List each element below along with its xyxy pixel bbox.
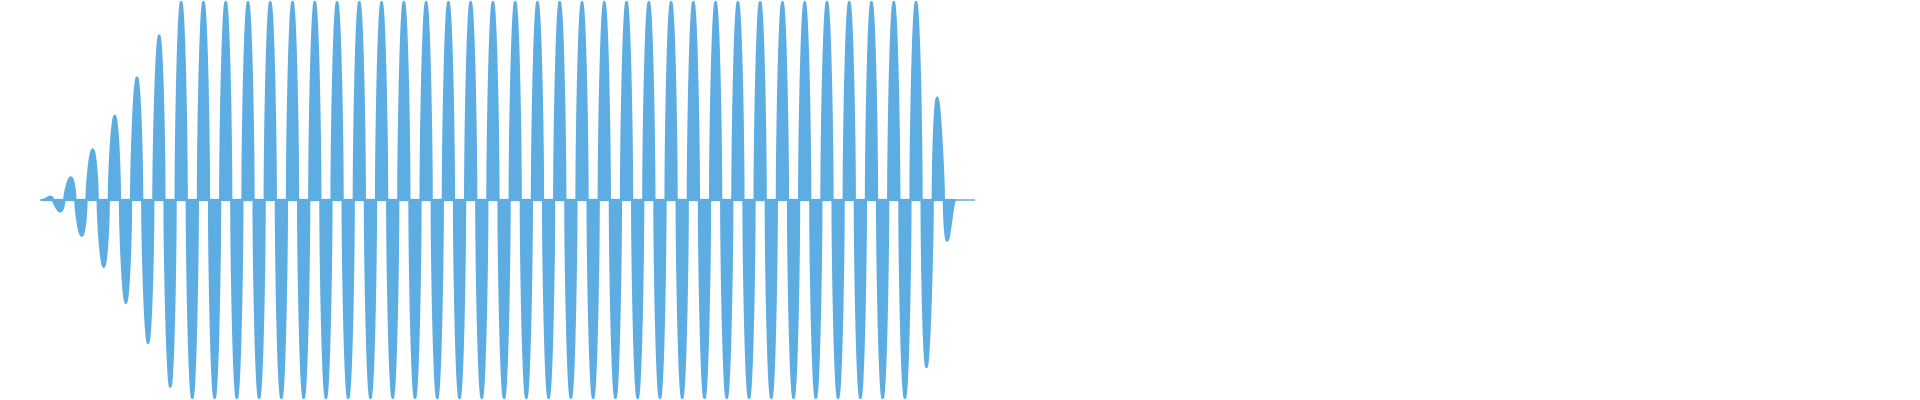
waveform-signal bbox=[40, 0, 957, 400]
